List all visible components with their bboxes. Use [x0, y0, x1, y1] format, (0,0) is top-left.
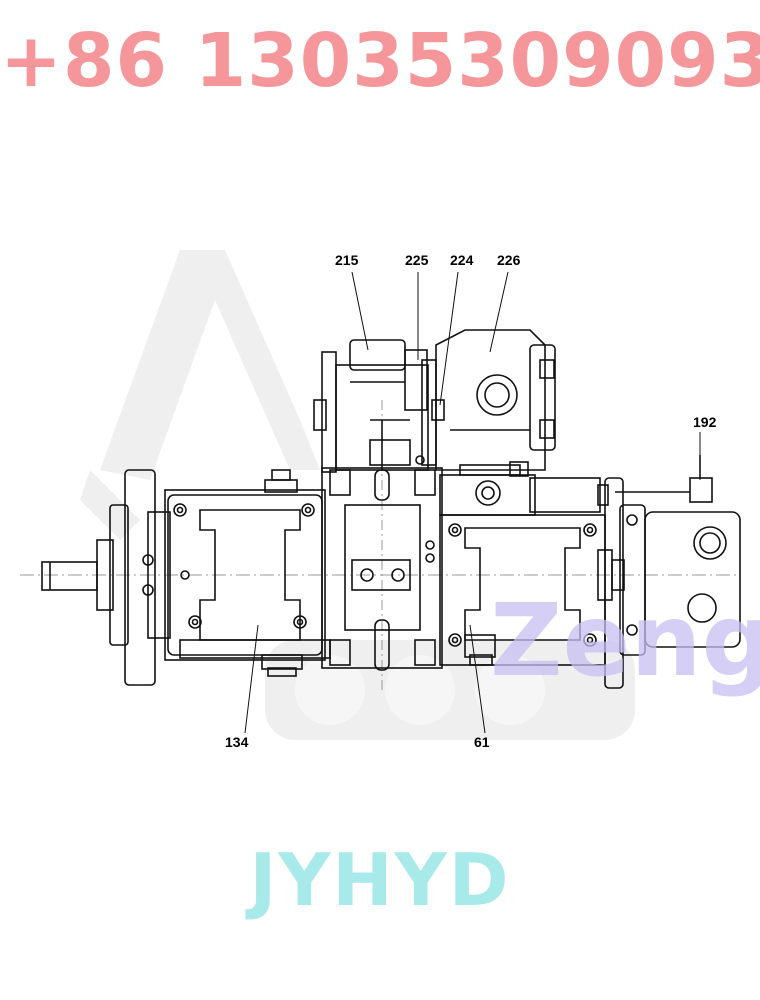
callout-61: 61 — [474, 734, 490, 750]
brand-watermark: JYHYD — [249, 838, 511, 922]
overlay-watermark: Zeng — [490, 582, 760, 699]
drive-shaft — [41, 561, 98, 591]
pilot-pump — [615, 455, 741, 648]
callout-224: 224 — [450, 252, 474, 268]
phone-watermark: +86 13035309093 — [0, 18, 760, 104]
rear-end-cover — [604, 477, 646, 689]
upper-gear-pump — [313, 339, 445, 473]
leader-lines — [244, 271, 701, 734]
regulator-valve — [439, 461, 609, 516]
callout-134: 134 — [225, 734, 249, 750]
auxiliary-pump — [435, 329, 556, 476]
callout-225: 225 — [405, 252, 429, 268]
callout-192: 192 — [693, 414, 717, 430]
callout-215: 215 — [335, 252, 359, 268]
callout-226: 226 — [497, 252, 521, 268]
mounting-flange — [96, 469, 171, 686]
